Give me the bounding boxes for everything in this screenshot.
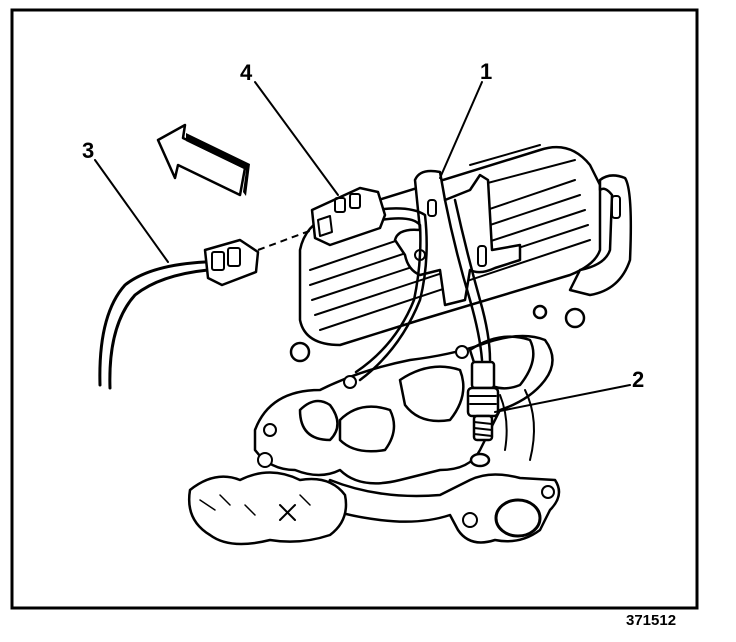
callout-2: 2: [632, 367, 644, 392]
harness-connector-female: [310, 186, 387, 247]
callout-1: 1: [480, 59, 492, 84]
connection-guide-line: [257, 229, 313, 251]
heat-shield: [187, 471, 348, 546]
rear-bracket: [568, 174, 633, 297]
callout-leaders: [94, 81, 631, 413]
callout-3: 3: [82, 138, 94, 163]
diagram-border: [10, 8, 699, 610]
sensor-pigtail: [98, 238, 260, 390]
figure-number: 371512: [626, 612, 677, 629]
oxygen-sensor: [466, 360, 500, 468]
arrow-up-left-icon: [156, 123, 250, 197]
callout-4: 4: [240, 60, 253, 85]
exhaust-pipe: [318, 389, 561, 544]
sensor-harness: [354, 198, 492, 382]
